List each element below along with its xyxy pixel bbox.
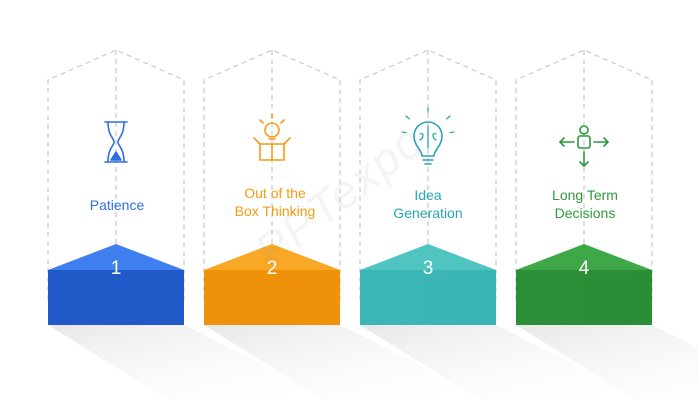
- step-1-number: 1: [110, 258, 122, 279]
- step-4-label: Long Term Decisions: [552, 187, 618, 221]
- brain-bulb-icon: [401, 107, 455, 165]
- step-4-number: 4: [578, 258, 590, 279]
- step-4-cube-side: [584, 270, 652, 325]
- step-3-frame: [359, 49, 497, 300]
- step-2-shadow: [204, 325, 490, 400]
- step-1-frame: [47, 49, 185, 300]
- step-1-shadow: [48, 325, 334, 400]
- step-3-shadow: [360, 325, 646, 400]
- lightbulb-box-icon: [253, 113, 291, 161]
- hourglass-icon: [104, 121, 128, 163]
- step-4-shadow: [516, 325, 698, 400]
- step-3-cube-side: [428, 270, 496, 325]
- step-2-cube-side: [272, 270, 340, 325]
- step-2-frame: [203, 49, 341, 300]
- step-2-number: 2: [266, 258, 278, 279]
- step-1-label: Patience: [89, 197, 145, 213]
- step-4-frame: [515, 49, 653, 300]
- cube-shadows: [48, 325, 698, 400]
- step-cubes: [48, 244, 652, 325]
- dashed-frames: [47, 49, 653, 300]
- step-3-label: Idea Generation: [393, 187, 463, 221]
- step-1-cube-side: [116, 270, 184, 325]
- step-2-label: Out of the Box Thinking: [234, 185, 316, 219]
- step-3-number: 3: [422, 258, 434, 279]
- step-icons: [104, 107, 609, 167]
- person-arrows-icon: [559, 125, 609, 167]
